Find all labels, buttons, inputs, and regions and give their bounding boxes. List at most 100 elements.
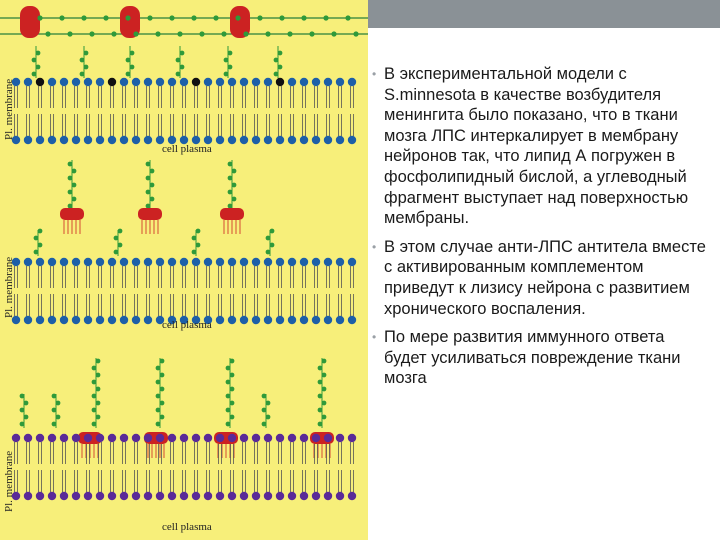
sugar-unit (19, 393, 25, 399)
lipid-head (311, 77, 321, 87)
lipid-head (11, 77, 21, 87)
lipid-head (119, 315, 129, 325)
membrane-label-3: Pl. membrane (3, 451, 15, 512)
lipid-head (59, 257, 69, 267)
lipid-head (155, 135, 165, 145)
sugar-unit (235, 15, 241, 21)
plasma-label-3: cell plasma (162, 521, 212, 533)
sugar-unit (51, 393, 57, 399)
membrane-diagram: Pl. membrane cell plasma Pl. membrane ce… (0, 6, 368, 533)
lipid-head (323, 77, 333, 87)
lipid-head (23, 433, 33, 443)
sugar-unit (155, 407, 161, 413)
lipid-head (275, 135, 285, 145)
lipid-head (83, 135, 93, 145)
lipid-head (215, 257, 225, 267)
lipid-head (35, 257, 45, 267)
sugar-unit (223, 71, 229, 77)
lipid-head (275, 257, 285, 267)
lps-block (20, 6, 40, 38)
membrane-label-2: Pl. membrane (3, 257, 15, 318)
sugar-unit (227, 161, 233, 167)
lipid-a-anchor (138, 208, 162, 220)
sugar-unit (37, 242, 43, 248)
lipid-head (299, 77, 309, 87)
lipid-head (23, 315, 33, 325)
lipid-head (167, 257, 177, 267)
sugar-unit (195, 242, 201, 248)
lipid-head (167, 491, 177, 501)
sugar-unit (229, 400, 235, 406)
sugar-unit (265, 400, 271, 406)
sugar-unit (91, 365, 97, 371)
lipid-head (71, 77, 81, 87)
sugar-unit (55, 400, 61, 406)
sugar-unit (81, 15, 87, 21)
sugar-unit (71, 168, 77, 174)
lipid-head (275, 315, 285, 325)
sugar-unit (273, 71, 279, 77)
lipid-head (11, 491, 21, 501)
lipid-head (59, 315, 69, 325)
lipid-head (239, 135, 249, 145)
lipid-head (239, 257, 249, 267)
plasma-label-1: cell plasma (162, 143, 212, 155)
lipid-head (191, 257, 201, 267)
lipid-head (83, 433, 93, 443)
lipid-head (155, 315, 165, 325)
lipid-head (143, 135, 153, 145)
bullet-text: По мере развития иммунного ответа будет … (384, 328, 681, 388)
sugar-unit (317, 365, 323, 371)
sugar-unit (321, 358, 327, 364)
sugar-unit (229, 358, 235, 364)
lipid-head (47, 77, 57, 87)
sugar-unit (155, 31, 161, 37)
sugar-unit (155, 393, 161, 399)
sugar-unit (179, 64, 185, 70)
lipid-head (287, 77, 297, 87)
lipid-head (191, 433, 201, 443)
sugar-unit (227, 203, 233, 209)
lipid-head (143, 433, 153, 443)
lipid-head (95, 433, 105, 443)
sugar-unit (37, 15, 43, 21)
membrane-label-1: Pl. membrane (3, 79, 15, 140)
lipid-head (251, 491, 261, 501)
sugar-unit (95, 414, 101, 420)
sugar-unit (229, 372, 235, 378)
lipid-head (191, 315, 201, 325)
lipid-head (107, 77, 117, 87)
lipid-head (299, 315, 309, 325)
sugar-unit (261, 421, 267, 427)
lipid-head (59, 491, 69, 501)
sugar-unit (51, 407, 57, 413)
lipid-head (311, 135, 321, 145)
sugar-unit (147, 15, 153, 21)
lipid-a-anchor (220, 208, 244, 220)
sugar-unit (91, 421, 97, 427)
sugar-unit (175, 71, 181, 77)
lipid-head (59, 433, 69, 443)
sugar-unit (269, 242, 275, 248)
lipid-head (23, 257, 33, 267)
sugar-unit (23, 400, 29, 406)
lipid-head (179, 315, 189, 325)
lipid-head (179, 135, 189, 145)
sugar-unit (191, 235, 197, 241)
lipid-head (287, 315, 297, 325)
sugar-unit (95, 386, 101, 392)
bullet-dot-icon: • (372, 330, 377, 345)
sugar-unit (177, 31, 183, 37)
lipid-head (179, 257, 189, 267)
lipid-head (251, 315, 261, 325)
text-content: • В экспериментальной модели с S.minneso… (372, 64, 708, 397)
lipid-head (95, 491, 105, 501)
lipid-head (47, 315, 57, 325)
lipid-head (107, 433, 117, 443)
sugar-unit (149, 196, 155, 202)
sugar-unit (265, 249, 271, 255)
lipid-head (107, 491, 117, 501)
sugar-unit (19, 421, 25, 427)
sugar-unit (159, 358, 165, 364)
sugar-unit (133, 31, 139, 37)
